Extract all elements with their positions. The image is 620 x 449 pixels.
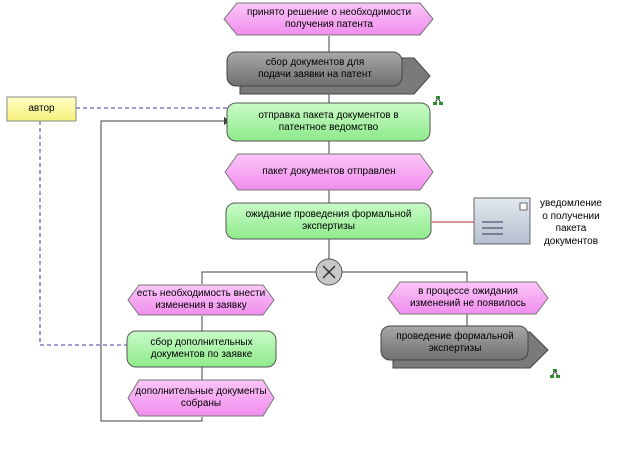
func-send-package-label: отправка пакета документов в патентное в… [258,109,399,134]
process-link-icon[interactable] [433,96,443,105]
event-no-changes-shape[interactable] [387,281,549,315]
func-await-exam-label: ожидание проведения формальной экспертиз… [245,208,412,233]
event-decision-shape[interactable] [223,2,434,36]
process-interface-formal-exam[interactable] [380,325,549,369]
process-link-icon[interactable] [550,369,560,378]
func-formal-exam-label: проведение формальной экспертизы [396,330,514,355]
event-package-sent-label: пакет документов отправлен [262,165,396,177]
func-await-exam-shape[interactable] [225,202,432,240]
event-need-changes-shape[interactable] [127,284,275,316]
xor-connector[interactable] [315,258,343,286]
actor-author[interactable] [6,96,77,122]
loop-back-line [100,120,224,422]
func-collect-docs-label: сбор документов для подачи заявки на пат… [258,56,372,81]
actor-shape [6,96,77,122]
process-interface-shape [380,325,529,361]
func-collect-extra-shape[interactable] [126,330,277,368]
event-decision-label: принято решение о необходимости получени… [246,6,412,31]
document-notification-label: уведомление о получении пакета документо… [540,198,602,247]
event-no-changes-label: в процессе ожидания изменений не появило… [409,285,527,310]
xor-cross-icon [322,265,336,279]
assignment-links [39,107,474,346]
event-need-changes-label: есть необходимость внести изменения в за… [136,287,266,312]
func-collect-extra-label: сбор дополнительных документов по заявке [150,336,253,361]
process-interface-shape [226,51,403,87]
stamp-icon [519,202,528,211]
process-interface-collect-docs[interactable] [226,51,431,95]
event-extra-collected-label: дополнительные документы собраны [135,385,267,410]
actor-link-line [39,121,127,346]
event-package-sent-shape[interactable] [224,153,434,191]
func-send-package-shape[interactable] [226,102,431,142]
document-notification[interactable] [473,197,531,245]
actor-author-label: автор [28,102,55,114]
event-extra-collected-shape[interactable] [127,379,275,417]
flow-line [201,271,316,284]
flow-line [342,271,468,282]
